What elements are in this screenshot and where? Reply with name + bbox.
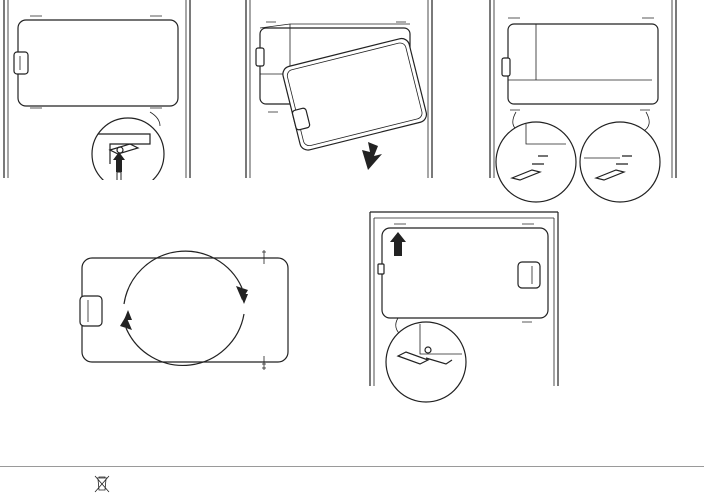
footer-divider — [0, 466, 704, 467]
illustration-swap-hinges — [486, 0, 682, 210]
crossed-out-bin-icon — [94, 474, 110, 494]
figure-step-1 — [0, 0, 196, 180]
illustration-refit-door — [368, 210, 564, 406]
hinge-detail-left — [496, 122, 576, 202]
illustration-rotate-door — [78, 232, 298, 382]
hinge-detail-right — [580, 122, 660, 202]
hinge-detail-circle — [92, 118, 164, 180]
door-panel — [82, 258, 288, 362]
door-handle — [14, 52, 28, 74]
figure-step-3 — [486, 0, 682, 210]
hinge-detail-circle — [386, 322, 466, 402]
door-handle — [518, 262, 540, 288]
figure-step-4 — [78, 232, 298, 382]
door-handle — [80, 296, 102, 326]
arrow-up-icon — [390, 232, 406, 256]
figure-step-5 — [368, 210, 564, 406]
illustration-remove-hinge — [0, 0, 196, 180]
arrow-down-icon — [362, 142, 382, 170]
figure-step-2 — [242, 0, 438, 180]
illustration-lift-door — [242, 0, 438, 180]
